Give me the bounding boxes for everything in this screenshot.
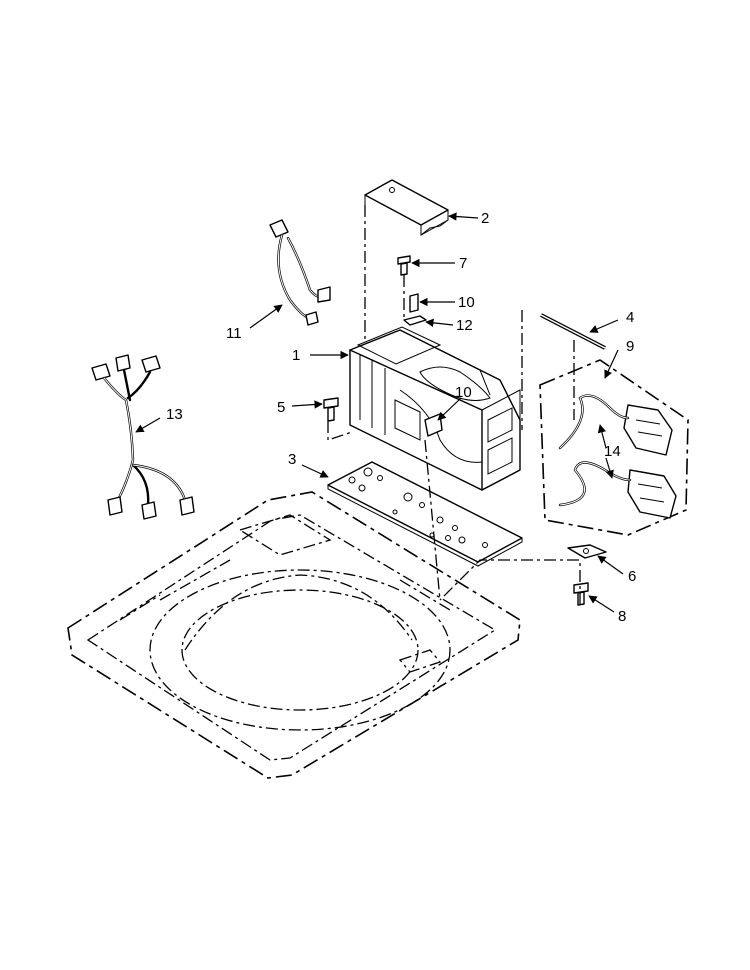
- callout-6: 6: [628, 568, 636, 585]
- mounting-plate: [327, 461, 523, 567]
- small-fasteners: [397, 255, 443, 437]
- top-panel-base: [67, 491, 521, 779]
- alignment-lines: [327, 205, 581, 605]
- callout-13: 13: [166, 406, 183, 423]
- console-bracket: [349, 326, 521, 491]
- callout-labels: 1 2 3 4 5 6 7 8 9 10 10 11 12 13 14: [166, 210, 636, 625]
- callout-1: 1: [292, 347, 300, 364]
- bracket-cover: [364, 179, 449, 236]
- screw-left: [323, 397, 339, 422]
- callout-10-upper: 10: [458, 294, 475, 311]
- callout-4: 4: [626, 309, 634, 326]
- callout-10-lower: 10: [455, 384, 472, 401]
- callout-7: 7: [459, 255, 467, 272]
- callout-2: 2: [481, 210, 489, 227]
- callout-8: 8: [618, 608, 626, 625]
- screw-8: [573, 582, 589, 606]
- switch-group-frame: [539, 359, 689, 536]
- callout-5: 5: [277, 399, 285, 416]
- rod: [540, 313, 606, 350]
- callout-3: 3: [288, 451, 296, 468]
- callout-14: 14: [604, 443, 621, 460]
- wire-harness-11: [269, 219, 331, 326]
- clip-bracket-6: [567, 544, 607, 559]
- callout-11: 11: [226, 325, 242, 342]
- switches-14: [558, 394, 677, 519]
- wire-harness-13: [91, 354, 195, 520]
- leader-lines: [135, 212, 624, 613]
- callout-12: 12: [456, 317, 473, 334]
- callout-9: 9: [626, 338, 634, 355]
